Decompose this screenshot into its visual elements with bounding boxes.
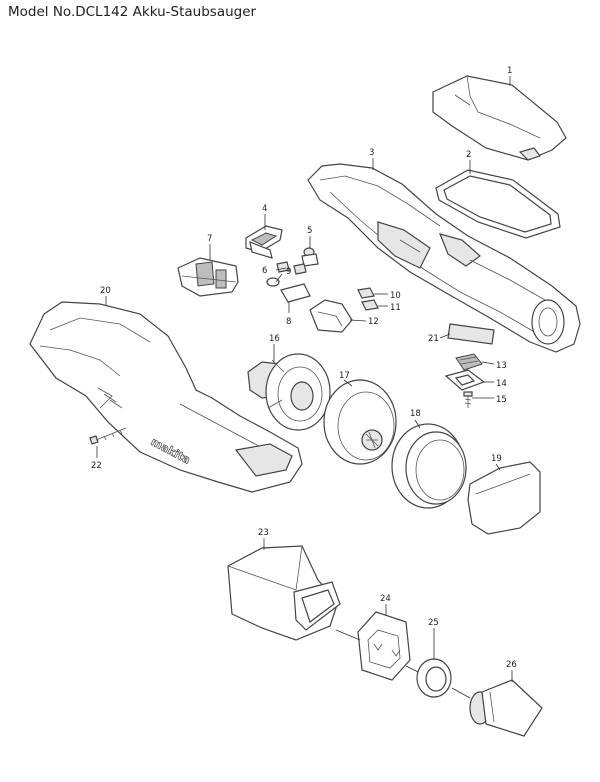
part-18-filter-ring[interactable] (391, 423, 467, 509)
part-1-cover[interactable] (432, 75, 567, 161)
part-10-clip[interactable] (357, 287, 375, 299)
callout-25: 25 (428, 618, 439, 628)
callout-1: 1 (507, 66, 512, 76)
callout-14: 14 (496, 379, 507, 389)
part-8-plate[interactable] (266, 277, 311, 303)
callout-16: 16 (269, 334, 280, 344)
callout-10: 10 (390, 291, 401, 301)
part-22-screw[interactable] (89, 427, 127, 445)
callout-17: 17 (339, 371, 350, 381)
callout-11: 11 (390, 303, 401, 313)
callout-15: 15 (496, 395, 507, 405)
callout-22: 22 (91, 461, 102, 471)
part-7-terminal[interactable] (177, 257, 239, 297)
part-5-cap[interactable] (301, 247, 319, 267)
callout-8: 8 (286, 317, 291, 327)
callout-23: 23 (258, 528, 269, 538)
part-24-frame[interactable] (357, 611, 411, 681)
callout-24: 24 (380, 594, 391, 604)
callout-21: 21 (428, 334, 439, 344)
part-14-latch-frame[interactable] (444, 369, 486, 391)
callout-3: 3 (369, 148, 374, 158)
part-2-gasket[interactable] (435, 169, 561, 239)
callout-9: 9 (286, 267, 291, 277)
callout-18: 18 (410, 409, 421, 419)
callout-5: 5 (307, 226, 312, 236)
part-13-latch[interactable] (455, 353, 483, 371)
callout-6: 6 (262, 266, 267, 276)
part-15-screw[interactable] (463, 391, 473, 408)
callout-13: 13 (496, 361, 507, 371)
callout-20: 20 (100, 286, 111, 296)
part-17-fan-housing[interactable] (323, 379, 397, 465)
callout-12: 12 (368, 317, 379, 327)
callout-19: 19 (491, 454, 502, 464)
part-21-label[interactable] (447, 323, 495, 345)
part-11-clip[interactable] (361, 299, 379, 311)
part-23-dust-container[interactable] (227, 545, 341, 641)
part-12-cover[interactable] (309, 299, 353, 333)
part-25-ring[interactable] (416, 658, 452, 698)
part-26-nozzle[interactable] (469, 679, 543, 737)
part-16-motor[interactable] (247, 353, 331, 431)
part-19-filter[interactable] (467, 461, 541, 535)
callout-7: 7 (207, 234, 212, 244)
part-3-housing[interactable] (307, 163, 581, 353)
callout-26: 26 (506, 660, 517, 670)
callout-numbers: 1 2 3 4 5 6 7 8 9 10 11 12 13 14 15 16 1… (91, 66, 517, 670)
page-title: Model No.DCL142 Akku-Staubsauger (8, 4, 257, 20)
callout-2: 2 (466, 150, 471, 160)
leader-lines (96, 76, 513, 699)
callout-4: 4 (262, 204, 267, 214)
